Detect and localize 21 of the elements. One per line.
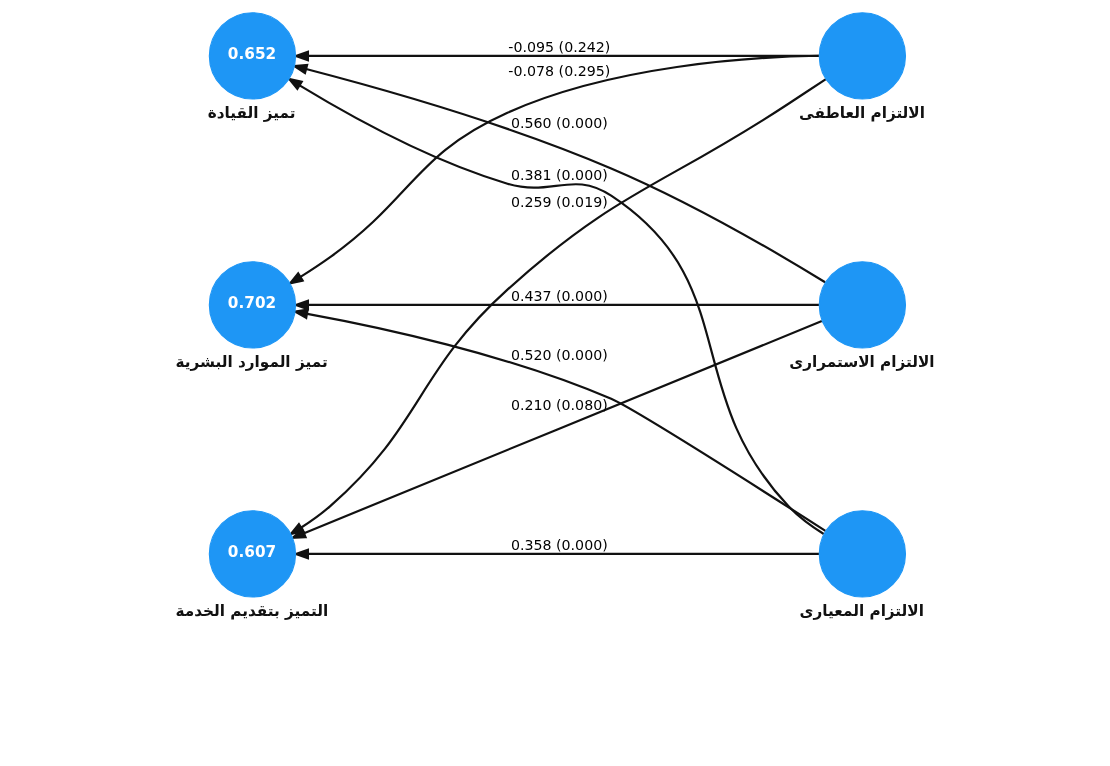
edge-label: 0.560 (0.000) — [510, 115, 608, 132]
edge-label: -0.078 (0.295) — [507, 63, 610, 80]
edge-label: 0.358 (0.000) — [510, 536, 608, 553]
node-label: التميز بتقديم الخدمة — [174, 601, 328, 620]
edge-label: 0.210 (0.080) — [510, 397, 608, 414]
node-label: الالتزام المعيارى — [799, 601, 924, 620]
node-circle — [818, 510, 906, 598]
node-circle: 0.607 — [208, 510, 296, 598]
edge-label: 0.259 (0.019) — [510, 194, 608, 211]
edge-label: 0.381 (0.000) — [510, 166, 608, 183]
edge-label: 0.437 (0.000) — [510, 287, 608, 304]
node-circle: 0.702 — [208, 261, 296, 349]
edge-label: 0.520 (0.000) — [510, 346, 608, 363]
node-label: تميز الموارد البشرية — [174, 352, 328, 371]
node-label: الالتزام العاطفى — [798, 103, 925, 122]
node-label: الالتزام الاستمرارى — [788, 352, 935, 371]
node-circle: 0.652 — [208, 12, 296, 100]
edge-label: -0.095 (0.242) — [507, 38, 610, 55]
node-circle — [818, 261, 906, 349]
node-label: تميز القيادة — [207, 103, 295, 122]
node-circle — [818, 12, 906, 100]
